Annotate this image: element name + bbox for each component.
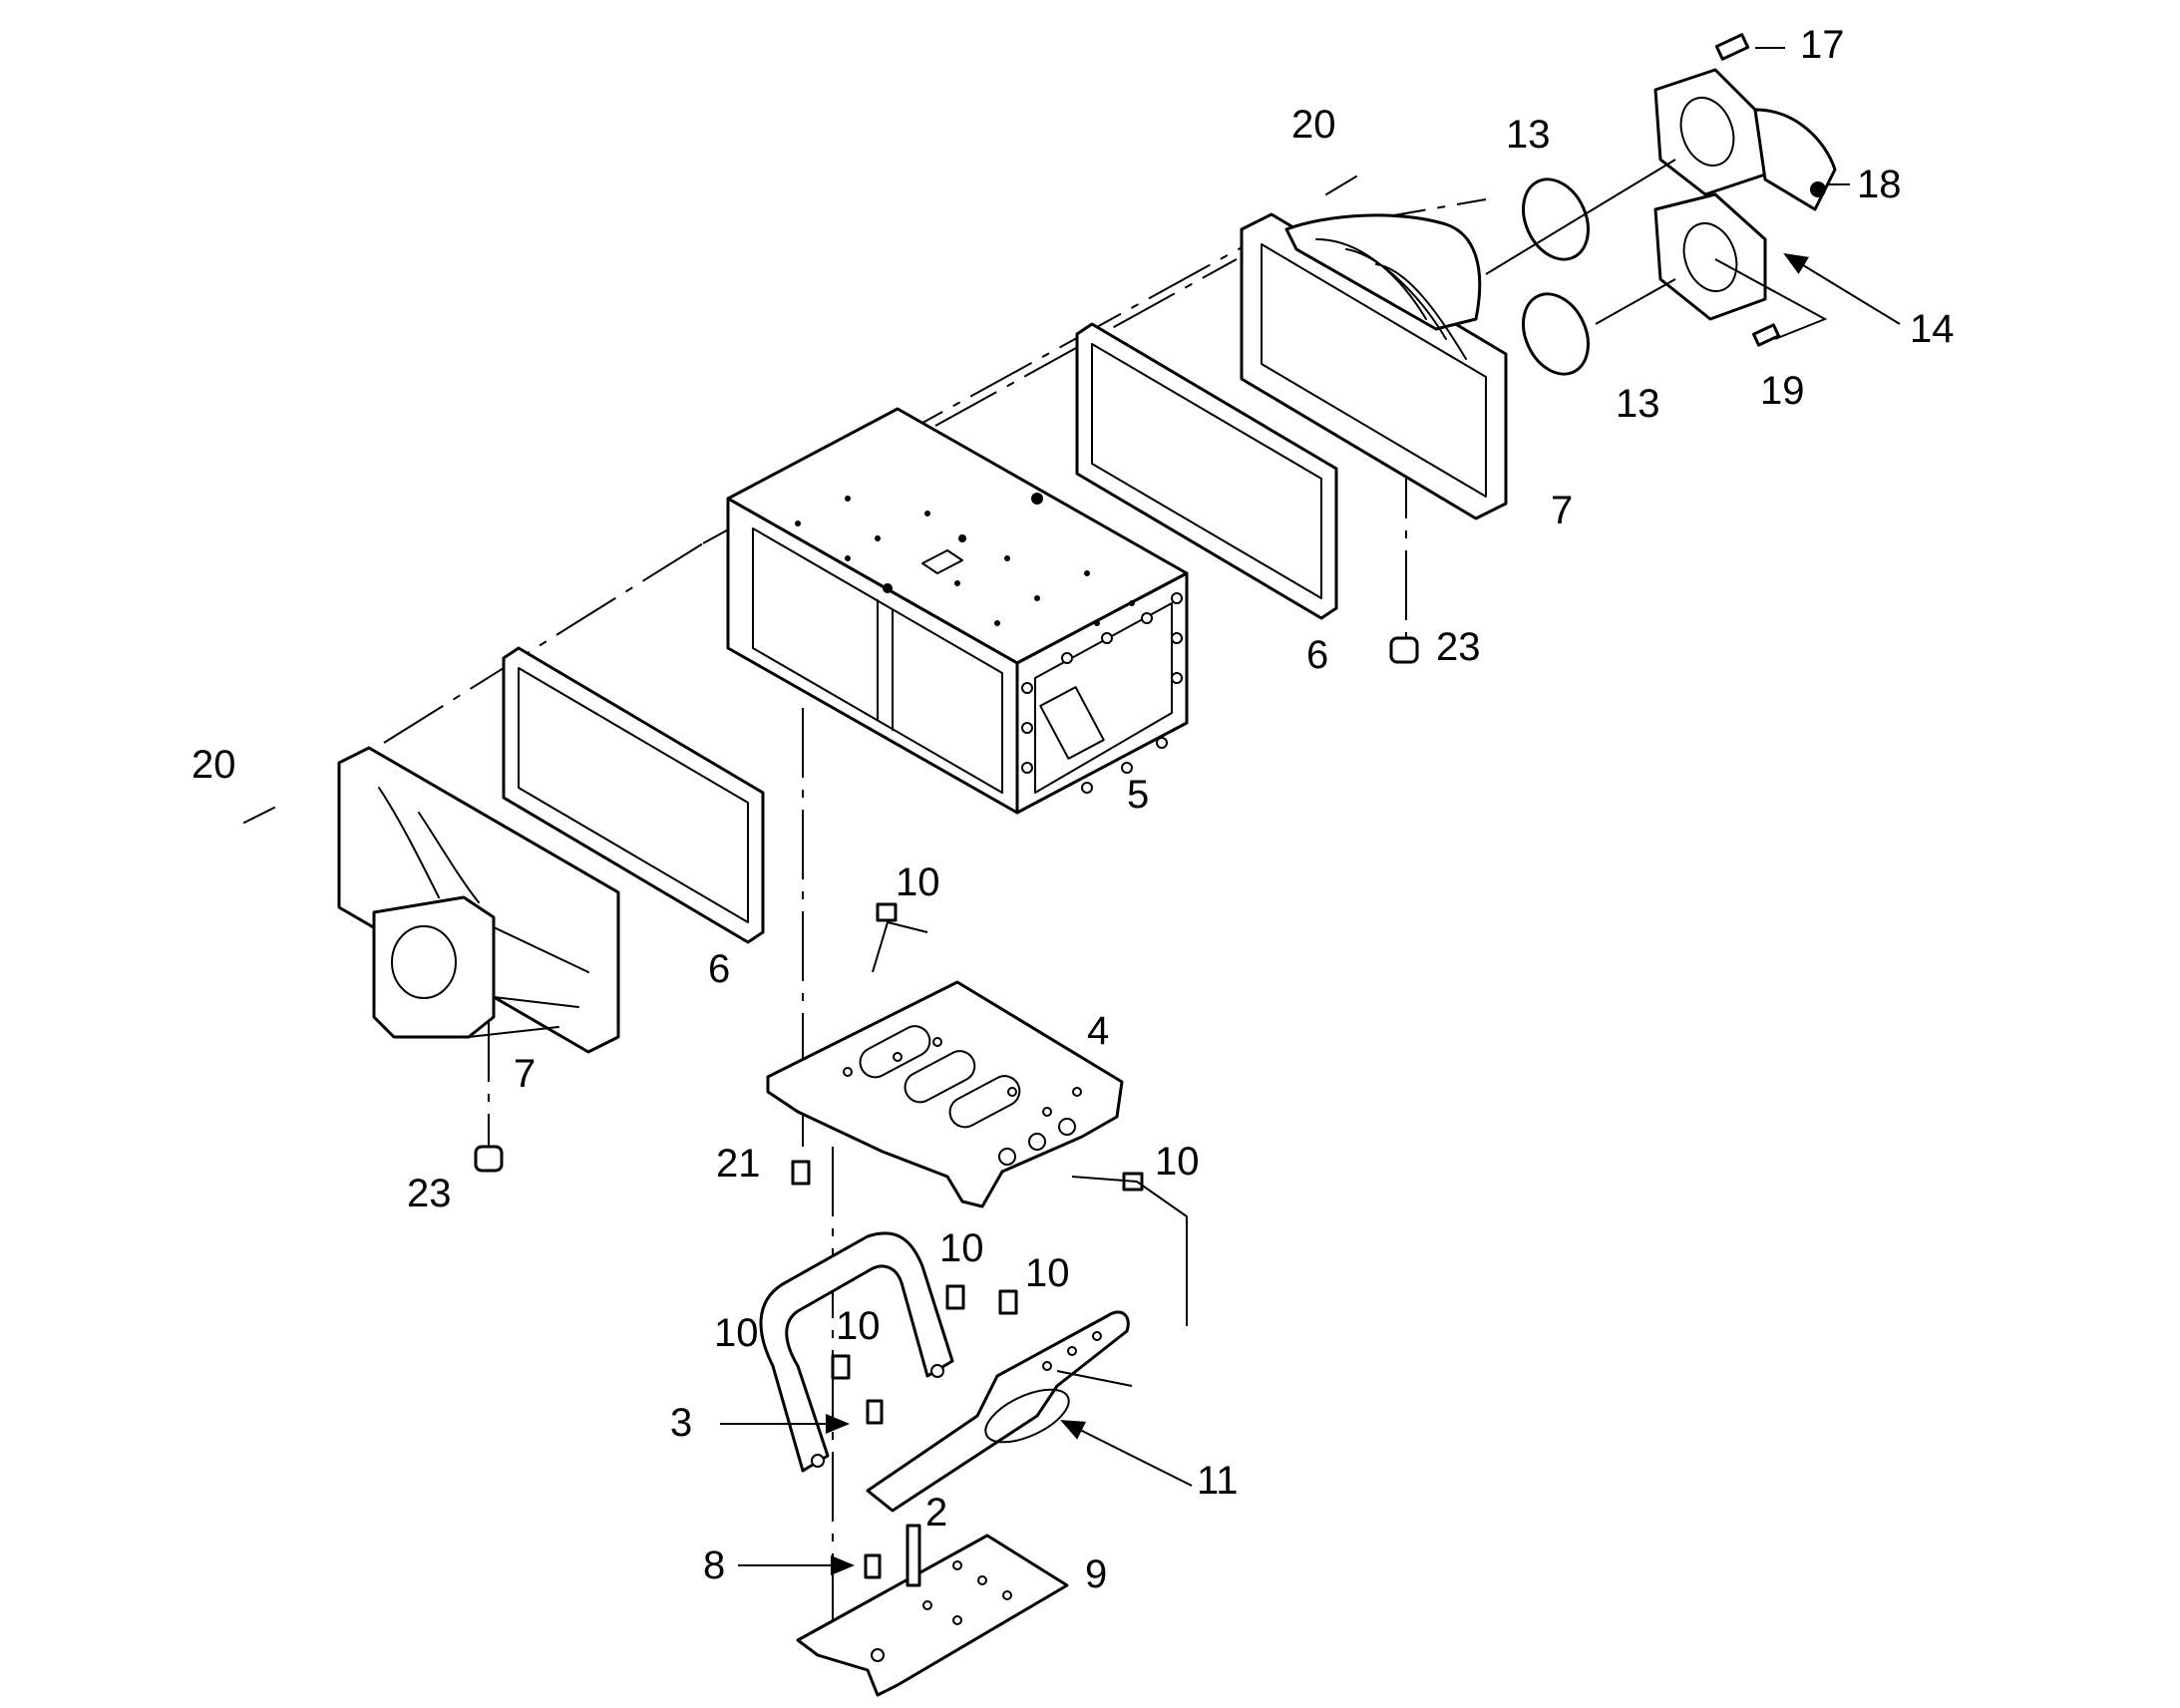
base-plate-part-1 <box>796 1534 1069 1697</box>
callout-18: 18 <box>1857 163 1902 206</box>
callout-10-bracket-b: 10 <box>1025 1251 1070 1295</box>
bolt-19 <box>1751 323 1781 347</box>
mounting-plate-part-4 <box>766 980 1124 1208</box>
gasket-left-part-6 <box>502 646 765 944</box>
fasteners <box>243 33 1826 1587</box>
callout-7-left: 7 <box>514 1052 536 1096</box>
callout-8: 2 <box>925 1491 947 1535</box>
callout-10-bracket-c: 10 <box>836 1304 881 1348</box>
manifold-right-part-7 <box>1240 212 1508 520</box>
core-box-part-5 <box>726 407 1189 815</box>
bolt-20-left <box>243 807 275 824</box>
callout-6-left: 6 <box>708 947 730 991</box>
callout-11: 3 <box>670 1401 692 1445</box>
callout-17: 17 <box>1800 23 1845 67</box>
callout-4: 4 <box>1087 1009 1109 1053</box>
manifold-left-part-7 <box>337 746 620 1054</box>
callout-3: 10 <box>714 1311 759 1355</box>
bolt-10-c <box>831 1354 851 1380</box>
callout-20-left: 20 <box>191 743 236 787</box>
callout-19: 19 <box>1760 369 1805 413</box>
bolt-9 <box>864 1553 882 1579</box>
bolt-20-right <box>1325 175 1357 195</box>
callout-20-right: 20 <box>1291 103 1336 147</box>
bolt-10-a <box>945 1284 965 1310</box>
callout-9: 8 <box>703 1543 725 1587</box>
bolt-8 <box>906 1524 921 1587</box>
callout-1: 9 <box>1085 1552 1107 1596</box>
callout-5: 5 <box>1127 773 1149 817</box>
support-bracket-part-2 <box>866 1310 1130 1513</box>
outlet-elbow-part-14 <box>1653 68 1837 321</box>
callout-10-plate-side: 10 <box>1155 1140 1200 1184</box>
callout-13-top: 13 <box>1506 113 1551 157</box>
o-rings-part-13 <box>1522 177 1590 376</box>
nut-18 <box>1810 181 1826 197</box>
bolt-10-plate-top <box>876 902 898 922</box>
callout-6-right: 6 <box>1306 633 1328 677</box>
callout-labels: 17 20 13 18 14 19 13 7 6 23 5 20 6 7 23 … <box>191 23 1955 1596</box>
plug-23-right <box>1389 636 1419 664</box>
callout-21: 21 <box>716 1142 761 1186</box>
callout-23-left: 23 <box>407 1172 452 1215</box>
callout-23-right: 23 <box>1436 625 1481 669</box>
bolt-21 <box>791 1160 811 1186</box>
gasket-right-part-6 <box>1075 322 1338 620</box>
u-bracket-part-3 <box>759 1231 954 1473</box>
callout-7-right: 7 <box>1551 489 1573 532</box>
bolt-10-b <box>998 1289 1018 1315</box>
callout-2: 11 <box>1197 1459 1239 1503</box>
plug-23-left <box>474 1145 504 1173</box>
bolt-11 <box>866 1399 884 1425</box>
callout-13-bottom: 13 <box>1616 382 1660 426</box>
callout-10-bracket-a: 10 <box>939 1226 984 1270</box>
bolt-17 <box>1714 33 1750 61</box>
callout-10-plate-top: 10 <box>896 860 940 904</box>
leader-lines <box>720 47 1901 1575</box>
callout-14: 14 <box>1910 307 1955 351</box>
